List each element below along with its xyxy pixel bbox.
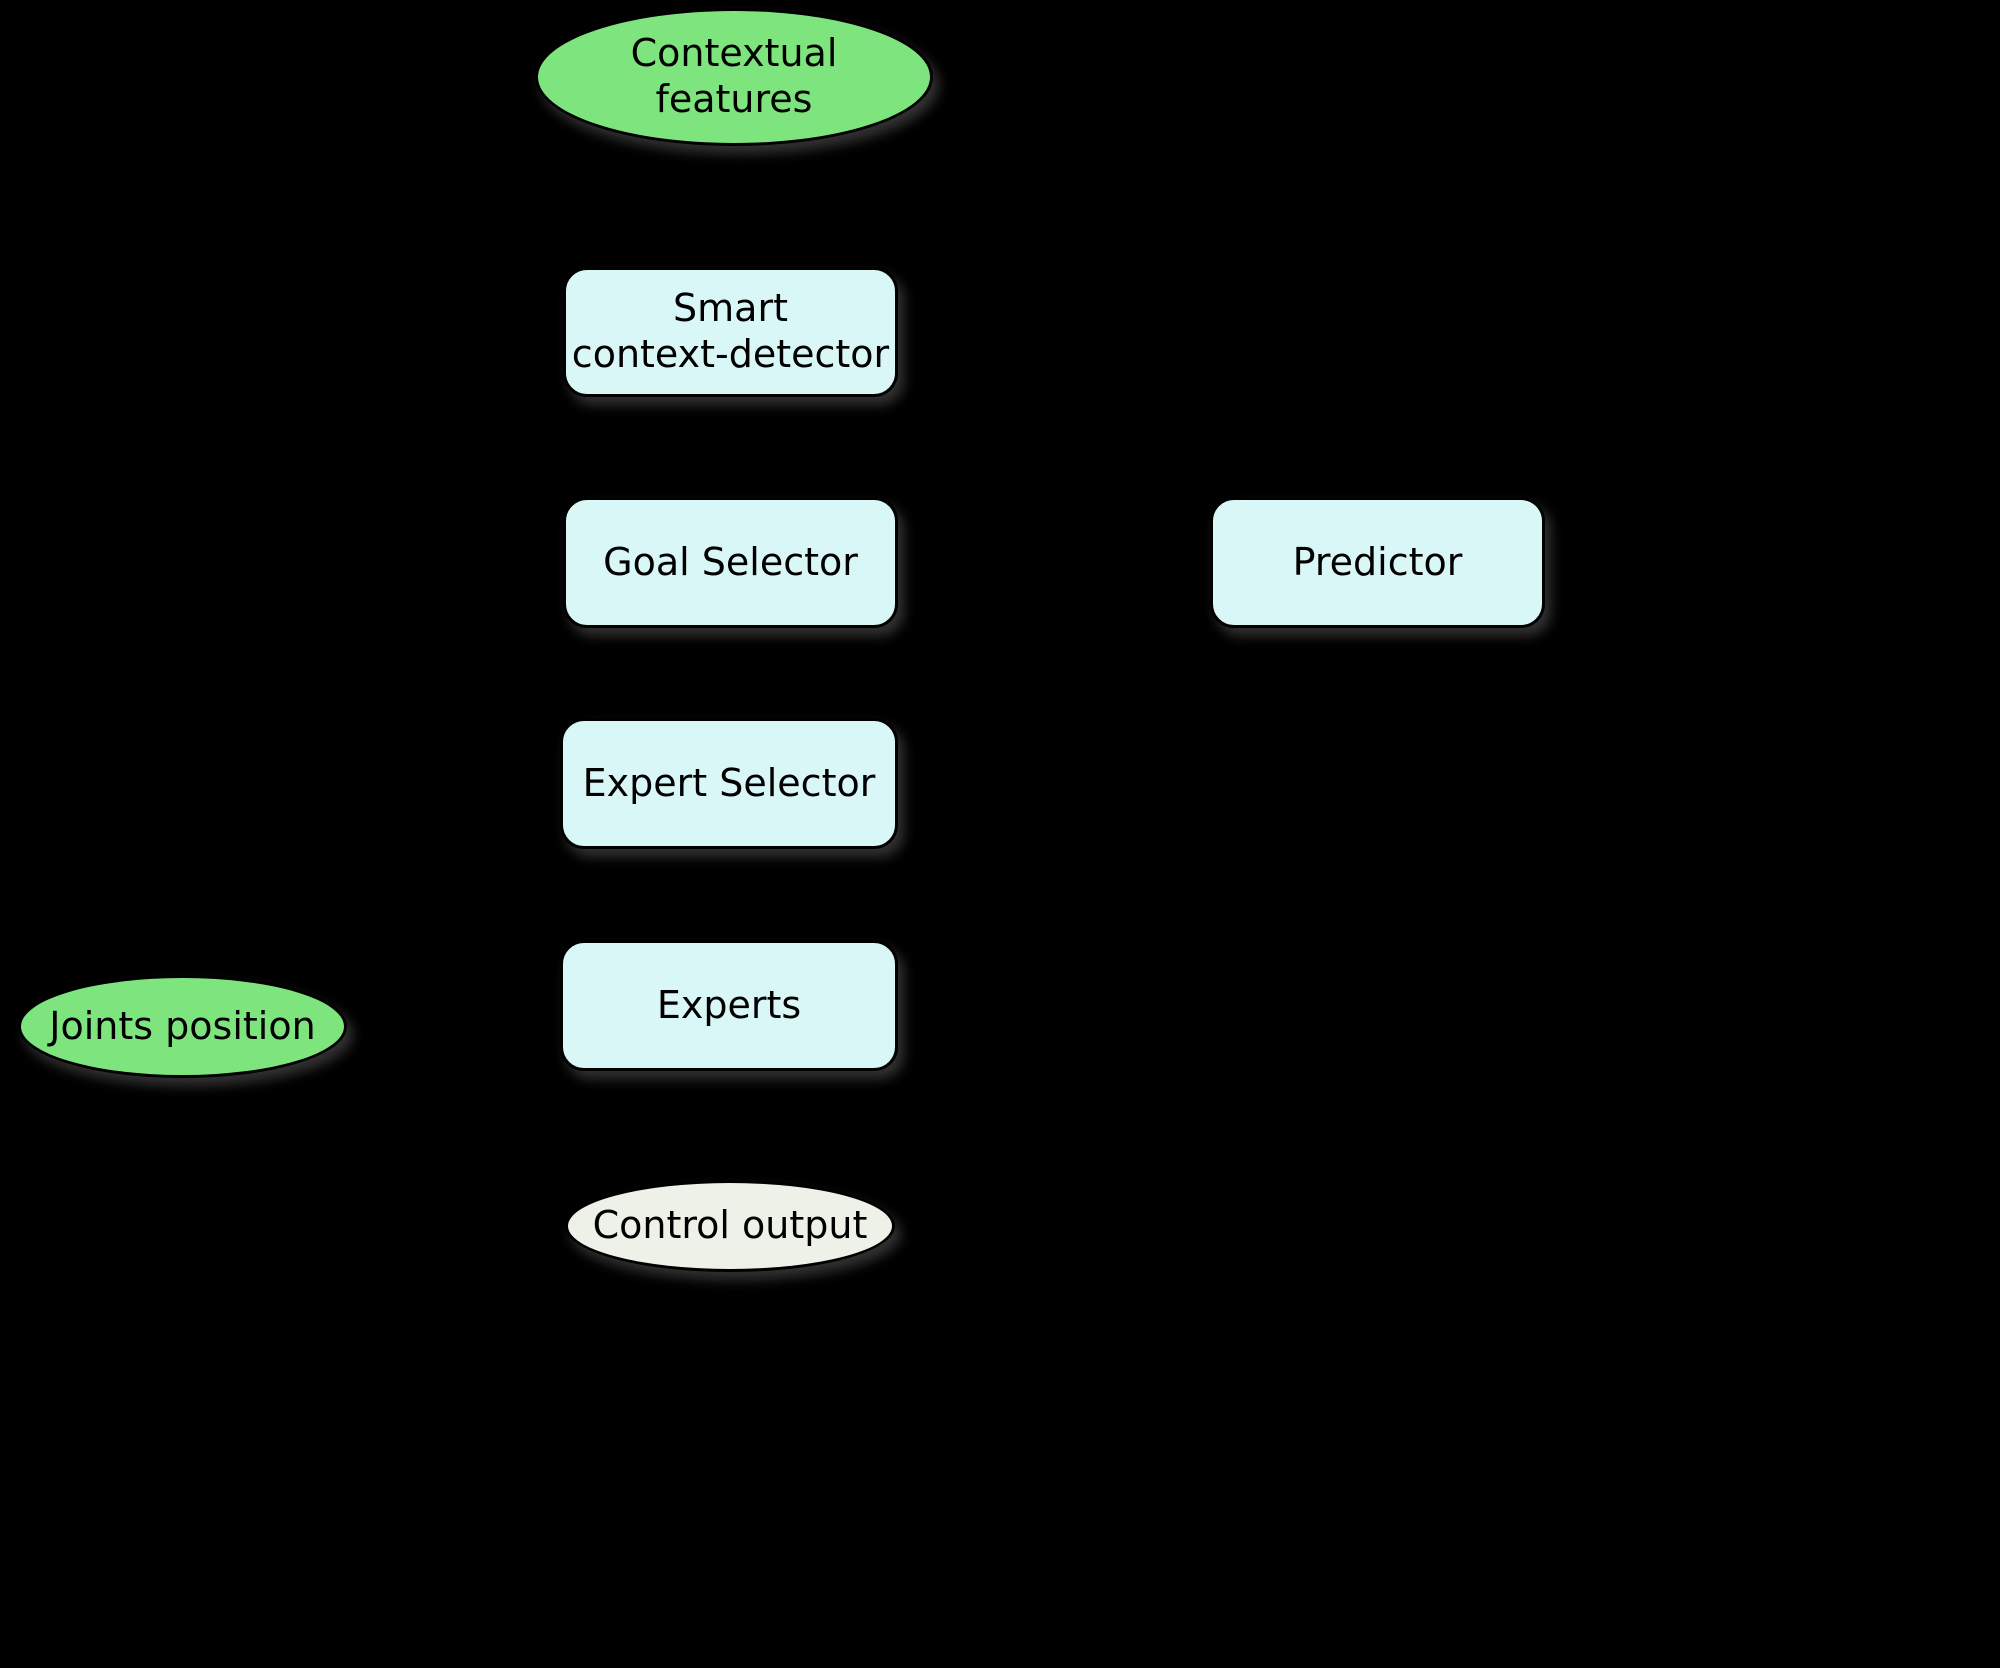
node-smart-context-detector: Smart context-detector [563,267,898,397]
node-joints-position: Joints position [18,975,347,1078]
node-control-output: Control output [565,1180,895,1272]
node-smart-context-detector-label: Smart context-detector [571,286,890,376]
node-expert-selector: Expert Selector [560,718,898,849]
node-predictor-label: Predictor [1292,539,1463,584]
node-joints-position-label: Joints position [49,1003,316,1048]
node-goal-selector-label: Goal Selector [603,539,858,584]
node-expert-selector-label: Expert Selector [582,760,876,805]
node-goal-selector: Goal Selector [563,497,898,628]
node-contextual-features: Contextual features [535,8,933,146]
node-contextual-features-label: Contextual features [630,31,838,121]
node-experts-label: Experts [656,982,802,1027]
node-control-output-label: Control output [592,1203,868,1248]
node-experts: Experts [560,940,898,1071]
node-predictor: Predictor [1210,497,1545,628]
